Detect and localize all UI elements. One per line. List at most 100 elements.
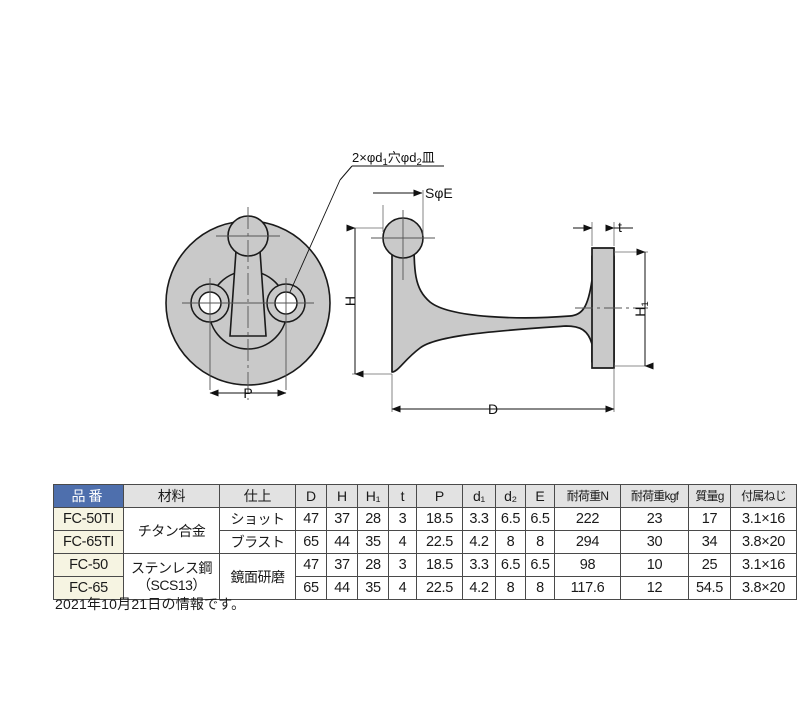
- cell-load-kgf: 12: [620, 576, 689, 600]
- front-view: P: [165, 207, 331, 401]
- cell-screw: 3.8×20: [730, 576, 797, 600]
- cell-weight: 54.5: [688, 576, 731, 600]
- cell-h: 44: [326, 530, 358, 554]
- callout-leader-line: [289, 179, 341, 293]
- header-d: D: [295, 484, 327, 508]
- callout-note: 2×φd1穴φd2皿: [289, 150, 444, 293]
- specification-table: 品番 材料 仕上 D H H₁ t P d₁ d₂ E 耐荷重N 耐荷重kgf …: [53, 484, 797, 600]
- cell-d: 47: [295, 553, 327, 577]
- header-partno: 品番: [53, 484, 124, 508]
- cell-load-kgf: 23: [620, 507, 689, 531]
- cell-d1: 4.2: [462, 530, 496, 554]
- cell-p: 18.5: [416, 507, 463, 531]
- table-row: FC-50 ステンレス鋼（SCS13） 鏡面研磨 47 37 28 3 18.5…: [53, 553, 797, 600]
- cell-load-newton: 98: [554, 553, 621, 577]
- header-h: H: [326, 484, 358, 508]
- information-date-footnote: 2021年10月21日の情報です。: [55, 596, 246, 612]
- header-h1: H₁: [357, 484, 389, 508]
- cell-e: 6.5: [525, 553, 555, 577]
- cell-h: 37: [326, 507, 358, 531]
- dimension-h1: H1: [632, 248, 654, 370]
- screw-spec-label: SφE: [425, 185, 453, 201]
- cell-load-newton: 222: [554, 507, 621, 531]
- cell-d1: 3.3: [462, 553, 496, 577]
- cell-load-kgf: 10: [620, 553, 689, 577]
- table-row: FC-65 65 44 35 4 22.5 4.2 8 8 117.6 12 5…: [53, 576, 797, 600]
- cell-h1: 35: [357, 576, 389, 600]
- header-t: t: [388, 484, 417, 508]
- cell-e: 6.5: [525, 507, 555, 531]
- dimension-p: P: [209, 385, 287, 401]
- header-p: P: [416, 484, 463, 508]
- cell-partno: FC-65TI: [53, 530, 124, 554]
- table-row: FC-65TI ブラスト 65 44 35 4 22.5 4.2 8 8 294…: [53, 530, 797, 554]
- dimension-t: t: [573, 219, 633, 235]
- cell-d2: 8: [495, 576, 526, 600]
- cell-d: 47: [295, 507, 327, 531]
- cell-material: ステンレス鋼（SCS13）: [123, 553, 220, 600]
- cell-t: 3: [388, 507, 417, 531]
- cell-d: 65: [295, 530, 327, 554]
- cell-h: 37: [326, 553, 358, 577]
- cell-weight: 17: [688, 507, 731, 531]
- header-e: E: [525, 484, 555, 508]
- callout-kink: [339, 165, 353, 181]
- dimension-p-label: P: [243, 385, 252, 401]
- specification-table-container: 品番 材料 仕上 D H H₁ t P d₁ d₂ E 耐荷重N 耐荷重kgf …: [53, 484, 797, 600]
- header-load-newton: 耐荷重N: [554, 484, 621, 508]
- screw-spec-callout: SφE: [373, 185, 453, 201]
- header-screw: 付属ねじ: [730, 484, 797, 508]
- table-row: FC-50TI チタン合金 ショット 47 37 28 3 18.5 3.3 6…: [53, 507, 797, 554]
- cell-partno: FC-50: [53, 553, 124, 577]
- header-d2: d₂: [495, 484, 526, 508]
- cell-d2: 8: [495, 530, 526, 554]
- cell-screw: 3.1×16: [730, 553, 797, 577]
- callout-text: 2×φd1穴φd2皿: [352, 150, 435, 168]
- header-material: 材料: [123, 484, 220, 508]
- cell-material-line2: （SCS13）: [137, 576, 206, 593]
- dimension-d: D: [391, 401, 615, 417]
- cell-t: 3: [388, 553, 417, 577]
- dimension-d-label: D: [488, 401, 498, 417]
- cell-h1: 28: [357, 553, 389, 577]
- cell-partno: FC-50TI: [53, 507, 124, 531]
- cell-d1: 4.2: [462, 576, 496, 600]
- header-load-kgf: 耐荷重kgf: [620, 484, 689, 508]
- technical-drawing: P 2×φd1穴φd2皿: [165, 150, 654, 417]
- side-view: H H1 t D: [342, 185, 654, 417]
- cell-load-kgf: 30: [620, 530, 689, 554]
- cell-finish: 鏡面研磨: [219, 553, 296, 600]
- header-finish: 仕上: [219, 484, 296, 508]
- dimension-h1-label: H1: [632, 301, 651, 316]
- cell-d2: 6.5: [495, 553, 526, 577]
- cell-t: 4: [388, 530, 417, 554]
- cell-load-newton: 117.6: [554, 576, 621, 600]
- header-weight: 質量g: [688, 484, 731, 508]
- cell-d: 65: [295, 576, 327, 600]
- cell-weight: 25: [688, 553, 731, 577]
- cell-finish: ショット: [219, 507, 296, 531]
- cell-h1: 35: [357, 530, 389, 554]
- cell-material: チタン合金: [123, 507, 220, 554]
- dimension-t-label: t: [618, 219, 622, 235]
- drawing-canvas: P 2×φd1穴φd2皿: [165, 150, 654, 417]
- dimension-h-label: H: [342, 296, 358, 306]
- cell-material-line1: ステンレス鋼: [131, 560, 213, 577]
- cell-p: 22.5: [416, 530, 463, 554]
- cell-screw: 3.8×20: [730, 530, 797, 554]
- table-header-row: 品番 材料 仕上 D H H₁ t P d₁ d₂ E 耐荷重N 耐荷重kgf …: [53, 484, 797, 508]
- cell-t: 4: [388, 576, 417, 600]
- side-hook-body: [391, 231, 615, 373]
- cell-h: 44: [326, 576, 358, 600]
- cell-d1: 3.3: [462, 507, 496, 531]
- cell-h1: 28: [357, 507, 389, 531]
- cell-partno: FC-65: [53, 576, 124, 600]
- cell-weight: 34: [688, 530, 731, 554]
- cell-p: 22.5: [416, 576, 463, 600]
- header-d1: d₁: [462, 484, 496, 508]
- cell-finish: ブラスト: [219, 530, 296, 554]
- cell-screw: 3.1×16: [730, 507, 797, 531]
- cell-d2: 6.5: [495, 507, 526, 531]
- side-ball-centerlines: [371, 210, 435, 280]
